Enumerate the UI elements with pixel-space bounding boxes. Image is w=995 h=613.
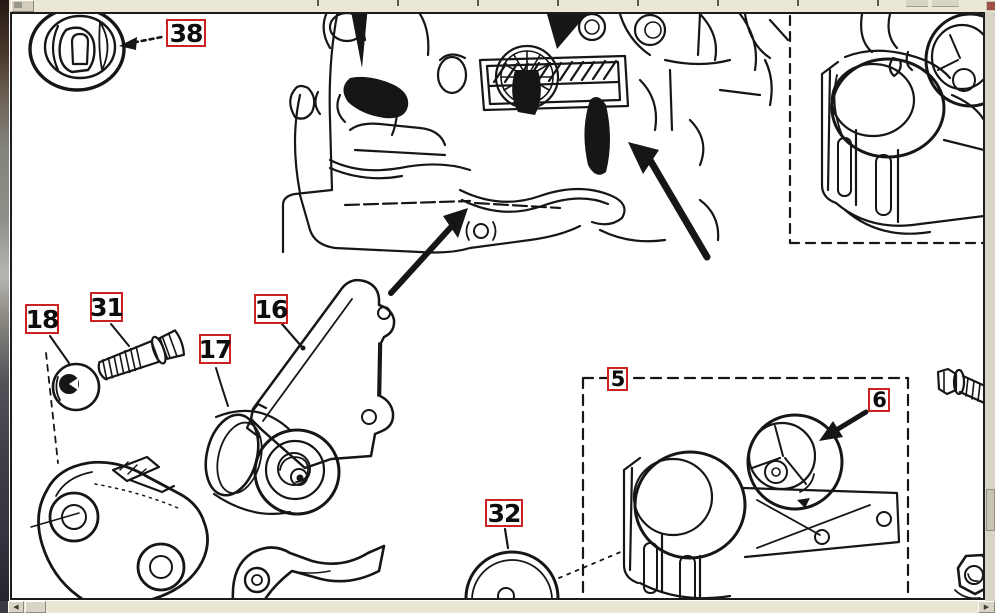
mount-plate-drawing <box>37 455 209 598</box>
scroll-right-button[interactable]: ▶ <box>978 601 995 613</box>
toolbar-fragment <box>932 0 959 7</box>
scroll-right-icon: ▶ <box>983 603 990 611</box>
callout-32: 32 <box>485 499 523 527</box>
horizontal-scrollbar[interactable] <box>0 601 995 613</box>
part-31-drawing <box>97 323 186 381</box>
window-corner-chip[interactable] <box>986 1 995 11</box>
part-17-drawing <box>204 367 341 516</box>
scroll-left-icon: ◀ <box>13 603 19 611</box>
part-32-drawing <box>464 527 624 598</box>
right-scroll-gutter[interactable] <box>985 12 995 601</box>
vertical-scroll-thumb[interactable] <box>986 489 995 531</box>
callout-38: 38 <box>166 19 206 47</box>
ruler-origin-button[interactable] <box>11 0 34 12</box>
callout-5: 5 <box>607 367 628 391</box>
bolt-drawings <box>936 367 983 598</box>
callout-18: 18 <box>25 304 59 334</box>
toolbar-fragment <box>906 0 928 7</box>
part-16-drawing <box>245 278 396 470</box>
callout-6: 6 <box>868 388 890 412</box>
background-window-sliver[interactable] <box>0 0 9 613</box>
engine-overview-drawing <box>281 14 790 296</box>
ruler-bar <box>9 0 995 12</box>
scroll-left-button[interactable]: ◀ <box>8 601 24 613</box>
lower-arm-drawing <box>231 544 386 598</box>
callout-16: 16 <box>254 294 288 324</box>
callout-17: 17 <box>198 334 232 364</box>
callout-31: 31 <box>90 292 124 322</box>
part-38-drawing <box>28 14 164 92</box>
scrollbar-left-cap <box>0 601 8 613</box>
horizontal-scroll-thumb[interactable] <box>25 601 46 613</box>
top-right-group-drawing <box>788 14 983 245</box>
ruler-ticks <box>239 0 919 6</box>
ruler-origin-icon <box>14 2 22 8</box>
group-5-drawing <box>581 376 910 598</box>
part-18-drawing <box>30 335 101 528</box>
